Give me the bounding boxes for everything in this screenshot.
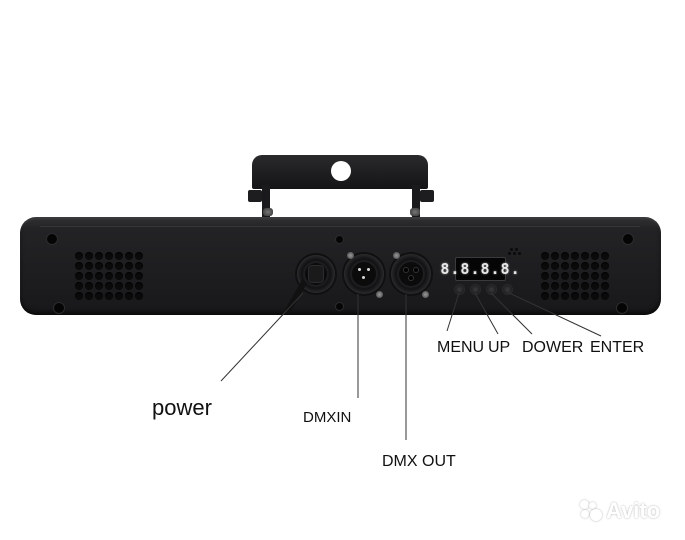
up-button[interactable] (471, 285, 480, 294)
power-plug-icon (309, 266, 323, 282)
down-button[interactable] (487, 285, 496, 294)
watermark-text: Avito (606, 498, 661, 523)
label-enter: ENTER (590, 339, 645, 356)
body-edge-highlight (40, 226, 640, 227)
mount-hole-bottom-center (336, 303, 343, 310)
label-dmx-in: DMXIN (303, 409, 352, 426)
bracket-knob-right (420, 190, 434, 202)
vent-grille-right (541, 252, 611, 302)
screw-icon (376, 291, 383, 298)
screw-icon (422, 291, 429, 298)
xlr-socket-icon (414, 268, 418, 272)
label-dmx-out: DMX OUT (382, 453, 456, 470)
bracket-hole (331, 161, 351, 181)
dmx-out-connector[interactable] (391, 254, 431, 294)
bracket-leg-left (262, 185, 270, 217)
mount-hole-top-right (623, 234, 633, 244)
menu-button[interactable] (455, 285, 464, 294)
display-readout: 8.8.8.8. (440, 259, 521, 278)
bracket-screw-right (410, 208, 420, 216)
label-up: UP (488, 339, 511, 356)
xlr-socket-icon (409, 276, 413, 280)
hanging-bracket (252, 155, 428, 189)
mount-hole-bottom-left (54, 303, 64, 313)
xlr-socket-icon (404, 268, 408, 272)
label-power: power (152, 395, 212, 420)
bracket-leg-right (412, 185, 420, 217)
xlr-pin-icon (358, 268, 361, 271)
avito-logo-icon (580, 500, 604, 522)
screw-icon (347, 252, 354, 259)
mount-hole-bottom-right (617, 303, 627, 313)
xlr-pin-icon (367, 268, 370, 271)
vent-grille-left (75, 252, 145, 302)
xlr-pin-icon (362, 276, 365, 279)
dmx-in-connector[interactable] (344, 254, 384, 294)
bracket-screw-left (263, 208, 273, 216)
label-menu: MENU (437, 339, 485, 356)
enter-button[interactable] (503, 285, 512, 294)
mount-hole-top-center (336, 236, 343, 243)
screw-icon (393, 252, 400, 259)
mount-hole-top-left (47, 234, 57, 244)
led-display: 8.8.8.8. (440, 257, 520, 281)
avito-watermark: Avito (580, 498, 660, 524)
bracket-knob-left (248, 190, 262, 202)
label-down: DOWER (522, 339, 584, 356)
indicator-dots-icon (508, 248, 522, 256)
